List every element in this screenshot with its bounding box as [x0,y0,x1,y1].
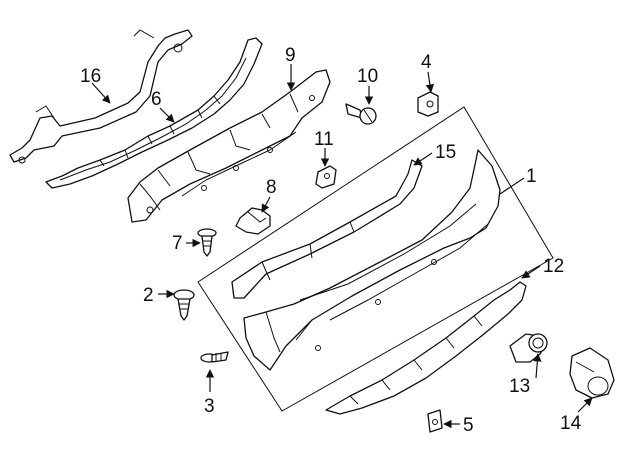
part-13-parking-sensor [509,333,548,363]
leader-13 [533,353,542,379]
leader-15 [413,152,433,166]
callout-1: 1 [526,166,537,187]
part-16-reinforcement-strap [9,29,193,164]
leader-6 [159,107,175,123]
callout-4: 4 [421,52,432,73]
part-1-bumper-cover [243,149,501,371]
callout-labels: 16 6 9 10 4 11 8 7 2 3 15 1 12 13 14 5 [80,45,582,436]
part-9-impact-bar [127,69,331,223]
assembly-frame [197,106,554,412]
part-14-sensor-bracket [569,347,615,399]
part-10-bolt [345,103,377,125]
callout-11: 11 [314,129,334,150]
leader-4 [425,71,435,93]
part-7-screw [197,228,217,257]
callout-9: 9 [285,45,296,66]
callout-10: 10 [357,66,378,87]
callout-12: 12 [543,256,564,277]
callout-14: 14 [560,413,582,434]
callout-5: 5 [463,415,474,436]
leader-12 [521,265,541,279]
part-3-screw [200,351,229,363]
callout-2: 2 [143,285,154,306]
callout-13: 13 [509,376,530,397]
part-5-clip [427,409,443,433]
callout-7: 7 [172,233,183,254]
part-8-bracket [235,207,271,235]
callout-15: 15 [435,142,456,163]
callout-6: 6 [151,89,162,110]
part-6-energy-absorber [45,37,263,189]
callout-16: 16 [80,66,101,87]
leader-16 [91,82,111,104]
leader-8 [261,196,271,213]
part-11-clip [315,165,337,189]
part-15-step-pad [231,159,423,299]
part-4-clip [417,91,439,117]
part-2-screw [173,289,195,321]
callout-3: 3 [204,396,215,417]
leader-lines [91,64,593,429]
callout-8: 8 [266,177,277,198]
part-12-lower-valance [325,281,527,415]
leader-1 [499,177,525,195]
leader-14 [577,397,593,413]
